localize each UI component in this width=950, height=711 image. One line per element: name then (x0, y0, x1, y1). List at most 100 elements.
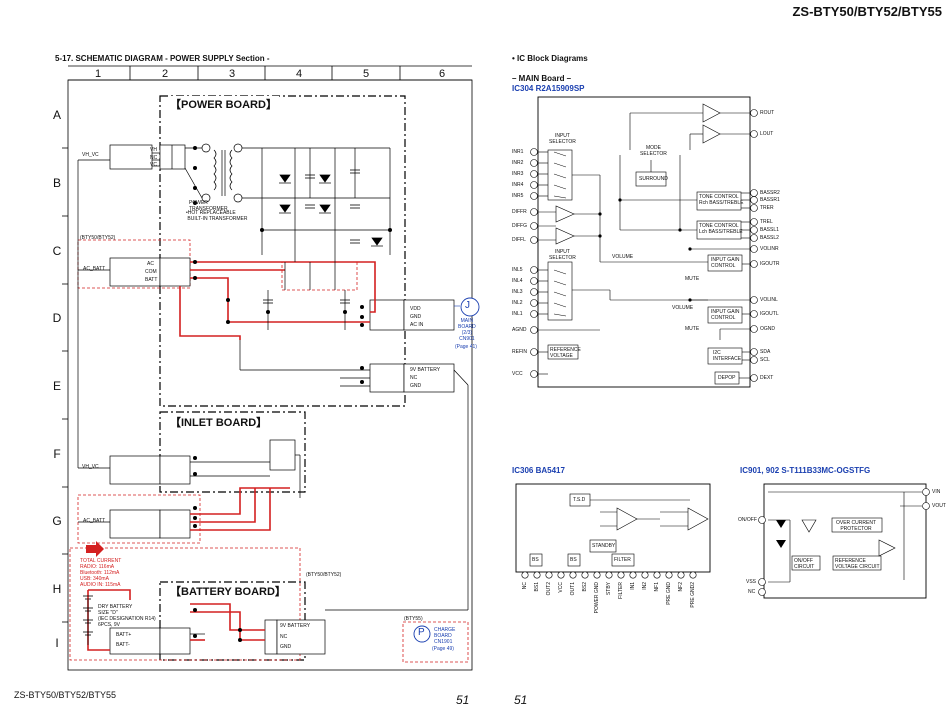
ic304-input-selector-2: INPUT SELECTOR (549, 249, 576, 261)
connector-p-letter[interactable]: P (418, 627, 425, 638)
out-nc: NC (410, 375, 418, 381)
ic304-tone-r: TONE CONTROL Rch BASS/TREBLE (699, 194, 744, 206)
ic304-pin-inr4: INR4 (512, 182, 524, 188)
ic304-tone-l: TONE CONTROL Lch BASS/TREBLE (699, 223, 743, 235)
grid-row-i: I (55, 636, 59, 650)
pin-vc: VC (150, 162, 157, 168)
pin-nc: NC (150, 155, 158, 161)
connector-j-letter[interactable]: J (465, 300, 470, 311)
ic304-pin-rout: ROUT (760, 110, 775, 116)
main-board-label: – MAIN Board – (512, 74, 572, 83)
ic304-pin-volinl: VOLINL (760, 297, 778, 303)
ic304-pin-inl5: INL5 (512, 267, 523, 273)
battery-pin-gnd: GND (280, 644, 292, 650)
ic901-pin-vss: VSS (746, 579, 757, 585)
bty55-tag: (BTY55) (404, 616, 423, 622)
out-acin: AC IN (410, 322, 424, 328)
ic304-pin-bassr2: BASSR2 (760, 190, 780, 196)
grid-row-h: H (52, 582, 62, 596)
ic306-pin-out1: OUT1 (570, 582, 576, 596)
ic306-pin-vcc: VCC (558, 582, 564, 593)
ic901-ref-voltage: REFERENCE VOLTAGE CIRCUIT (835, 558, 880, 570)
grid-col-4: 4 (295, 68, 303, 80)
ic306-pin-nc: NC (522, 582, 528, 590)
ic304-surround: SURROUND (639, 176, 668, 182)
grid-col-3: 3 (228, 68, 236, 80)
ic304-pin-inr1: INR1 (512, 149, 524, 155)
ic304-input-gain-r: INPUT GAIN CONTROL (711, 257, 740, 269)
ic304-pin-bassr1: BASSR1 (760, 197, 780, 203)
ic-block-title: • IC Block Diagrams (512, 54, 588, 63)
footer-model: ZS-BTY50/BTY52/BTY55 (14, 690, 117, 700)
battery-board-title: 【BATTERY BOARD】 (168, 583, 288, 599)
current-note: TOTAL CURRENT RADIO: 116mA Bluetooth: 11… (80, 558, 122, 588)
ic304-pin-inr5: INR5 (512, 193, 524, 199)
ic306-pin-pre-gnd: PRE GND (666, 582, 672, 605)
ic304-volume-l: VOLUME (672, 305, 694, 311)
batt-minus-label: BATT- (116, 642, 130, 648)
page-number-left: 51 (456, 693, 470, 707)
connector-j-text[interactable]: MAIN BOARD (2/3) CN901 (458, 318, 476, 342)
ic901-pin-vout: VOUT (932, 503, 946, 509)
grid-row-c: C (52, 244, 62, 258)
ic306-filter: FILTER (614, 557, 631, 563)
ic304-pin-igoutr: IGOUTR (760, 261, 780, 267)
ic304-pin-vcc: VCC (512, 371, 523, 377)
grid-row-b: B (52, 176, 61, 190)
ic304-ref-voltage: REFERENCE VOLTAGE (550, 347, 581, 359)
ic304-pin-scl: SCL (760, 357, 770, 363)
ic304-pin-trel: TREL (760, 219, 773, 225)
ic304-pin-inl4: INL4 (512, 278, 523, 284)
connector-p-text[interactable]: CHARGE BOARD CN1901 (434, 627, 456, 645)
inlet-board-title: 【INLET BOARD】 (168, 414, 270, 430)
grid-row-f: F (53, 447, 61, 461)
power-board-title: 【POWER BOARD】 (168, 96, 279, 112)
ic901-over-current: OVER CURRENT PROTECTOR (836, 520, 877, 532)
grid-row-g: G (52, 514, 62, 528)
ic304-pin-dext: DEXT (760, 375, 774, 381)
ic304-mute-r: MUTE (685, 276, 700, 282)
out-gnd-2: GND (410, 383, 422, 389)
ic304-pin-diffl: DIFFL (512, 237, 526, 243)
ic304-title: IC304 R2A15909SP (512, 84, 585, 93)
model-header: ZS-BTY50/BTY52/BTY55 (792, 4, 942, 19)
ic901-pin-vin: VIN (932, 489, 941, 495)
section-title: 5-17. SCHEMATIC DIAGRAM - POWER SUPPLY S… (55, 54, 270, 63)
grid-col-2: 2 (161, 68, 169, 80)
pin-batt: BATT (145, 277, 158, 283)
battery-pin-9v: 9V BATTERY (280, 623, 311, 629)
ic304-volume-r: VOLUME (612, 254, 634, 260)
ic901-on-off: ON/OFF CIRCUIT (794, 558, 815, 570)
ic901-pin-onoff: ON/OFF (738, 517, 757, 523)
ic306-pin-pre-gnd-2: PRE GND2 (690, 582, 696, 608)
ic304-pin-inl3: INL3 (512, 289, 523, 295)
vh-vc-label-mid: VH_VC (82, 464, 99, 470)
ic304-pin-volinr: VOLINR (760, 246, 779, 252)
ic306-pin-power-gnd: POWER GND (594, 582, 600, 614)
grid-col-1: 1 (94, 68, 102, 80)
ic304-input-selector-1: INPUT SELECTOR (549, 133, 576, 145)
ic306-pin-bs2: BS2 (582, 582, 588, 592)
pin-ac: AC (147, 261, 154, 267)
connector-j-page[interactable]: (Page 41) (455, 344, 477, 350)
ic304-pin-diffr: DIFFR (512, 209, 527, 215)
ic901-pin-nc: NC (748, 589, 756, 595)
grid-row-a: A (52, 108, 61, 122)
ic304-pin-inl1: INL1 (512, 311, 523, 317)
ic306-pin-nf2: NF2 (678, 582, 684, 592)
ic306-tsd: T.S.D (573, 497, 586, 503)
ic306-bs-1: BS (532, 557, 539, 563)
ic306-pin-in1: IN1 (630, 582, 636, 590)
ic304-pin-sda: SDA (760, 349, 771, 355)
ic306-standby: STANDBY (592, 543, 616, 549)
ic306-pin-bs1: BS1 (534, 582, 540, 592)
connector-p-page[interactable]: (Page 49) (432, 646, 454, 652)
variant-tag-mid: (BTY50/BTY52) (306, 572, 342, 578)
ic306-pin-nf1: NF1 (654, 582, 660, 592)
ic304-pin-diffg: DIFFG (512, 223, 527, 229)
ic304-depop: DEPOP (718, 375, 736, 381)
ic304-pin-ognd: OGND (760, 326, 775, 332)
ic304-pin-trer: TRER (760, 205, 774, 211)
ic304-i2c: I2C INTERFACE (713, 350, 742, 362)
